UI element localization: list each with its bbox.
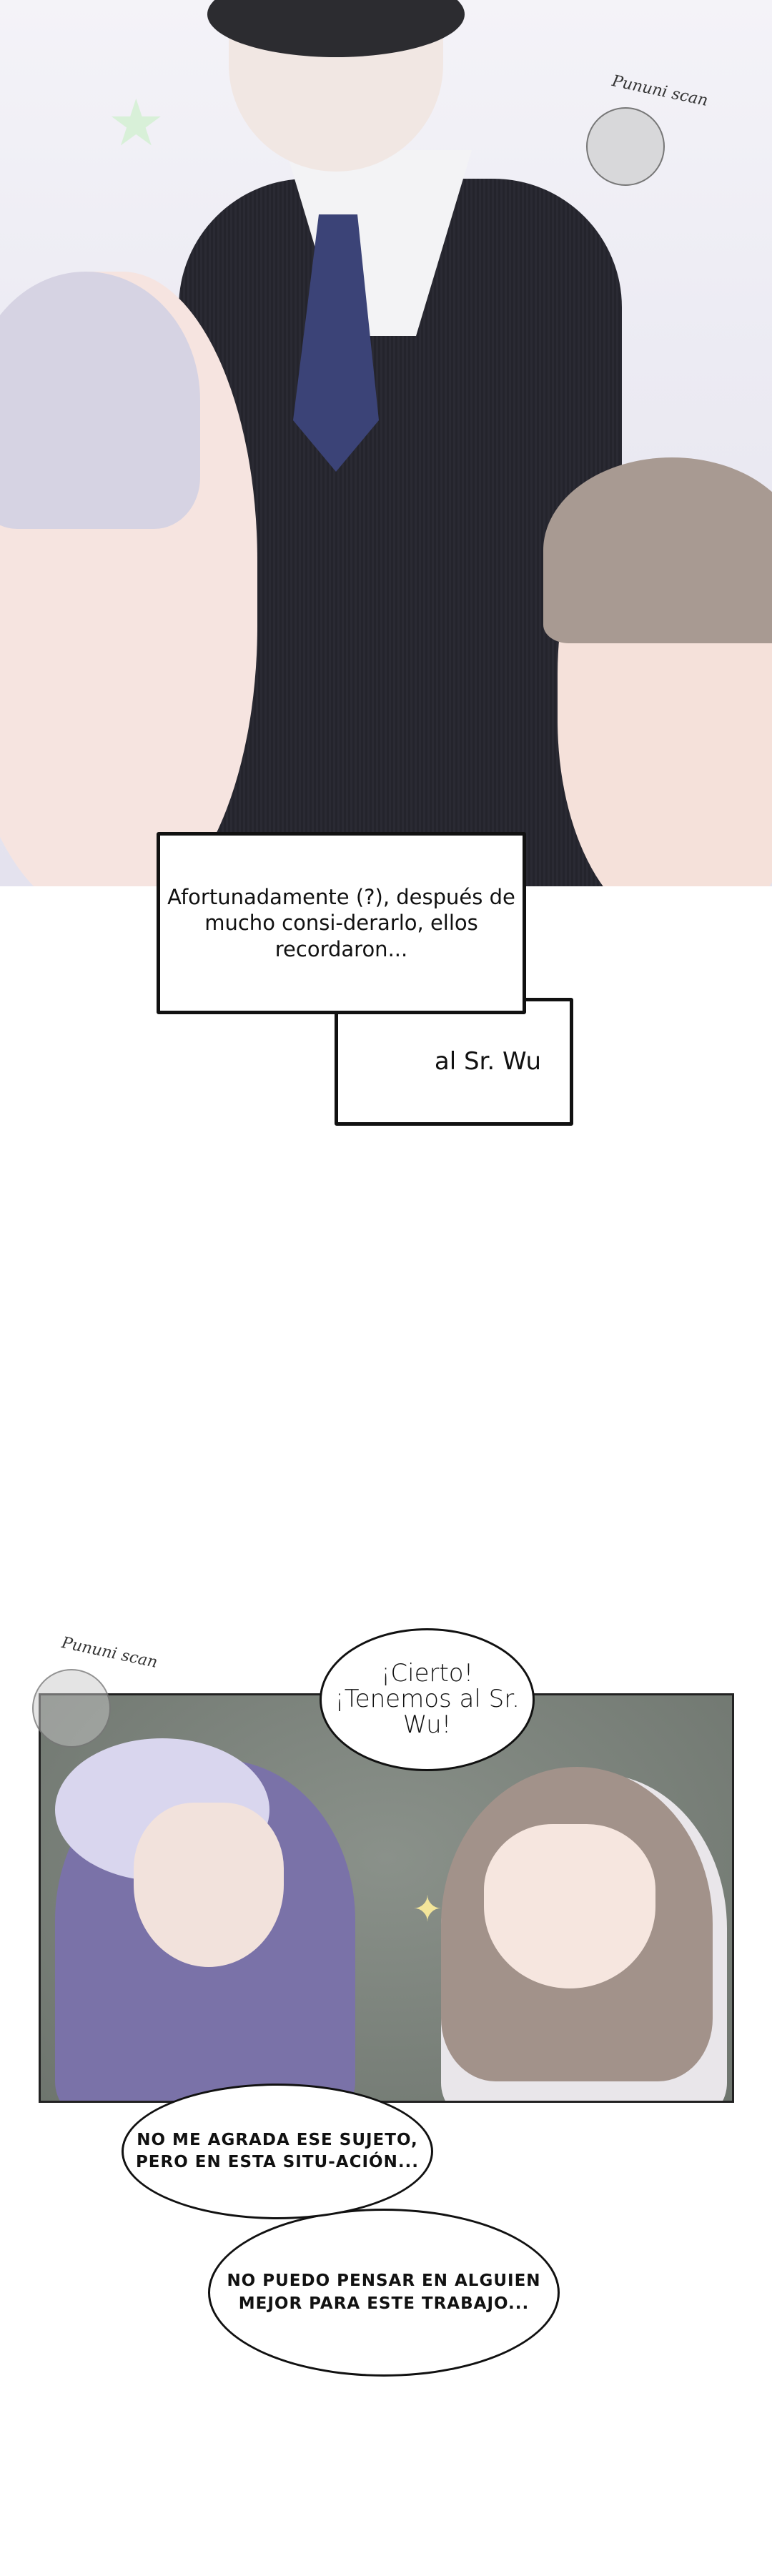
speech-bubble: NO ME AGRADA ESE SUJETO, PERO EN ESTA SI… (122, 2084, 433, 2219)
ghost-mascot-icon (32, 1669, 111, 1748)
elf-character-face (134, 1803, 284, 1967)
ghost-mascot-icon (586, 107, 665, 186)
watermark: Pununi scan (59, 1634, 159, 1672)
comic-panel-top: ★ Pununi scan (0, 0, 772, 886)
elf-character-hair (0, 272, 200, 529)
speech-bubble: ¡Cierto! ¡Tenemos al Sr. Wu! (320, 1628, 535, 1771)
sparkle-icon: ✦ (412, 1888, 442, 1930)
girl-character-hair (543, 457, 772, 643)
star-decoration: ★ (107, 86, 165, 161)
girl-character-face (484, 1824, 655, 1988)
comic-panel-bottom: ✦ (39, 1693, 734, 2103)
speech-bubble: NO PUEDO PENSAR EN ALGUIEN MEJOR PARA ES… (208, 2209, 560, 2377)
watermark: Pununi scan (610, 72, 710, 110)
narration-caption: Afortunadamente (?), después de mucho co… (157, 832, 526, 1014)
narration-caption: al Sr. Wu (335, 998, 573, 1126)
